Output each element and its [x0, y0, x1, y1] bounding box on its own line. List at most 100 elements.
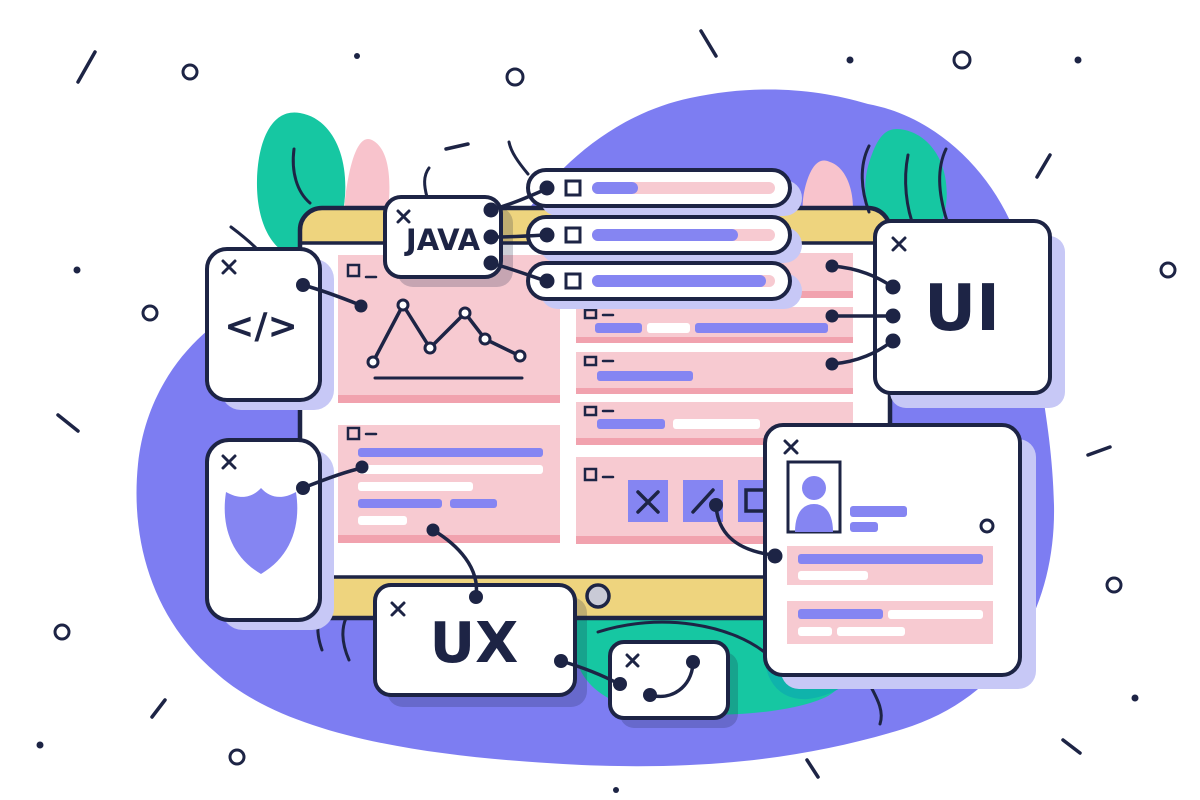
shield-icon: [224, 488, 298, 574]
progress-pills: [526, 168, 802, 309]
avatar-body: [795, 504, 833, 532]
progress-pill: [526, 168, 802, 216]
progress-fill: [592, 182, 638, 194]
progress-pill: [526, 261, 802, 309]
confetti-slash: [1035, 153, 1052, 179]
whisker-stroke: [869, 685, 883, 726]
panel-chart: [338, 255, 560, 403]
placeholder-bar: [695, 323, 828, 333]
connector-dot: [709, 498, 723, 512]
close-icon: [221, 454, 237, 470]
connector-dot: [296, 278, 310, 292]
card-body: [873, 219, 1052, 395]
placeholder-bar: [798, 627, 832, 636]
pill-dot: [539, 180, 555, 196]
ui-label: UI: [924, 272, 1000, 346]
row-footer-strip: [576, 337, 853, 343]
antenna-stroke: [860, 144, 871, 214]
antenna-stroke: [938, 147, 949, 223]
row-footer-strip: [576, 438, 853, 445]
close-icon: [396, 209, 411, 224]
confetti-dash: [1086, 445, 1112, 457]
confetti-dash: [444, 142, 470, 151]
confetti-ring: [1105, 576, 1123, 594]
code-card: </>: [205, 225, 334, 410]
placeholder-bar: [798, 571, 868, 580]
connector-dot: [825, 309, 839, 323]
placeholder-bar: [358, 465, 543, 474]
placeholder-bar: [798, 554, 983, 564]
confetti-backslash: [699, 29, 718, 58]
confetti-dot: [73, 266, 81, 274]
confetti-dot: [354, 53, 360, 59]
confetti-backslash: [56, 413, 80, 433]
connector-dot: [426, 523, 440, 537]
pill-dot: [539, 273, 555, 289]
avatar-head: [802, 476, 826, 500]
connector-dot: [483, 229, 499, 245]
connector-line: [431, 528, 479, 598]
window-square-icon: [583, 308, 598, 320]
confetti-ring: [952, 50, 972, 70]
line-chart: [366, 298, 527, 380]
progress-track: [592, 182, 775, 194]
connector-dot: [613, 677, 627, 691]
list-row: [576, 352, 853, 394]
confetti-ring: [181, 63, 199, 81]
pill-dot: [539, 227, 555, 243]
confetti-layer: [36, 29, 1177, 793]
window-square-icon: [346, 263, 361, 278]
chart-point: [458, 306, 472, 320]
placeholder-bar: [647, 323, 690, 333]
connector-dot: [767, 548, 783, 564]
confetti-slash: [150, 698, 167, 719]
confetti-ring: [1159, 261, 1177, 279]
pill-square-icon: [564, 226, 582, 244]
path-card: [608, 640, 738, 728]
confetti-dot: [1131, 694, 1139, 702]
path-dot: [643, 688, 657, 702]
ux-label: UX: [430, 611, 519, 676]
ux-card: UX: [373, 583, 587, 707]
placeholder-bar: [888, 610, 983, 619]
status-ring-icon: [979, 518, 995, 534]
connector-dot: [469, 590, 483, 604]
placeholder-bar: [450, 499, 497, 508]
row-footer-strip: [576, 388, 853, 394]
confetti-dot: [1074, 56, 1082, 64]
ui-card: UI: [873, 219, 1065, 408]
confetti-dot: [846, 56, 854, 64]
placeholder-bar: [850, 522, 878, 532]
path-dot: [686, 655, 700, 669]
slash-icon: [691, 488, 715, 514]
confetti-slash: [76, 50, 97, 84]
chart-point: [423, 341, 437, 355]
close-icon: [625, 653, 640, 668]
confetti-ring: [53, 623, 71, 641]
connector-dot: [554, 654, 568, 668]
close-icon: [390, 601, 406, 617]
java-card: JAVA: [383, 166, 513, 287]
shield-card: [205, 438, 334, 630]
progress-pill: [526, 215, 802, 263]
pill-square-icon: [564, 179, 582, 197]
placeholder-bar: [358, 482, 473, 491]
row-footer-strip: [576, 536, 853, 544]
close-icon: [221, 259, 237, 275]
confetti-backslash: [1061, 738, 1082, 755]
chart-point: [478, 332, 492, 346]
close-icon: [891, 236, 907, 252]
placeholder-bar: [595, 323, 642, 333]
connector-dot: [355, 460, 369, 474]
placeholder-bar: [597, 419, 665, 429]
home-button: [585, 583, 611, 609]
chart-point: [396, 298, 410, 312]
pill-square-icon: [564, 272, 582, 290]
placeholder-bar: [597, 371, 693, 381]
connector-dot: [825, 357, 839, 371]
connectors: [296, 188, 901, 691]
profile-section: [787, 601, 993, 644]
window-square-icon: [583, 405, 598, 417]
antenna-stroke: [229, 225, 259, 251]
